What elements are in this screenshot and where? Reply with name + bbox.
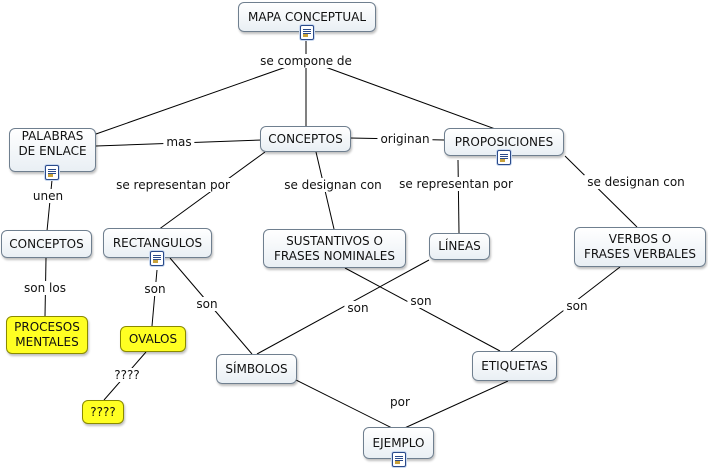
node-rectangulos[interactable]: RECTANGULOS <box>103 228 212 266</box>
node-label: ???? <box>90 404 116 419</box>
node-ovalos[interactable]: OVALOS <box>120 326 186 352</box>
node-label: EJEMPLO <box>372 435 425 450</box>
node-label: PALABRAS DE ENLACE <box>18 129 87 158</box>
node-label: CONCEPTOS <box>268 131 343 146</box>
node-label: MAPA CONCEPTUAL <box>247 9 367 24</box>
node-etiquetas[interactable]: ETIQUETAS <box>472 351 557 381</box>
node-label: OVALOS <box>128 331 178 346</box>
link-originan: originan <box>377 132 433 146</box>
link-son-5: son <box>563 299 591 313</box>
link-son-4: son <box>407 294 435 308</box>
link-mas: mas <box>163 135 195 149</box>
node-label: ETIQUETAS <box>481 358 548 373</box>
node-label: PROPOSICIONES <box>454 134 554 149</box>
node-procesos-mentales[interactable]: PROCESOS MENTALES <box>6 316 88 354</box>
node-proposiciones[interactable]: PROPOSICIONES <box>444 128 564 165</box>
node-sustantivos[interactable]: SUSTANTIVOS O FRASES NOMINALES <box>263 229 406 268</box>
document-icon[interactable] <box>497 150 511 165</box>
link-son-3: son <box>344 301 372 315</box>
link-se-designan-con-1: se designan con <box>281 178 385 192</box>
node-verbos[interactable]: VERBOS O FRASES VERBALES <box>574 227 706 267</box>
node-palabras-de-enlace[interactable]: PALABRAS DE ENLACE <box>9 128 96 180</box>
document-icon[interactable] <box>45 165 59 180</box>
link-se-compone-de: se compone de <box>257 54 355 68</box>
document-icon[interactable] <box>150 251 164 266</box>
node-conceptos-left[interactable]: CONCEPTOS <box>1 230 92 258</box>
document-icon[interactable] <box>300 25 314 40</box>
link-son-2: son <box>193 297 221 311</box>
link-se-representan-por-2: se representan por <box>396 177 516 191</box>
node-mapa-conceptual[interactable]: MAPA CONCEPTUAL <box>238 2 376 40</box>
link-se-designan-con-2: se designan con <box>584 175 688 189</box>
node-label: CONCEPTOS <box>9 236 84 251</box>
link-se-representan-por-1: se representan por <box>113 178 233 192</box>
node-ejemplo[interactable]: EJEMPLO <box>363 427 434 467</box>
link-por: por <box>387 395 413 409</box>
node-label: PROCESOS MENTALES <box>14 320 80 349</box>
node-label: SUSTANTIVOS O FRASES NOMINALES <box>274 233 395 263</box>
node-conceptos-main[interactable]: CONCEPTOS <box>260 126 351 152</box>
link-unknown: ???? <box>111 368 143 382</box>
document-icon[interactable] <box>392 452 406 467</box>
link-unen: unen <box>29 189 67 203</box>
node-lineas[interactable]: LÍNEAS <box>429 233 490 260</box>
node-label: RECTANGULOS <box>112 235 203 250</box>
node-label: LÍNEAS <box>438 239 481 253</box>
node-unknown[interactable]: ???? <box>82 400 124 424</box>
node-label: SÍMBOLOS <box>225 361 288 376</box>
link-son-1: son <box>141 282 169 296</box>
node-label: VERBOS O FRASES VERBALES <box>583 232 697 261</box>
node-simbolos[interactable]: SÍMBOLOS <box>216 354 297 384</box>
link-son-los: son los <box>21 281 69 295</box>
